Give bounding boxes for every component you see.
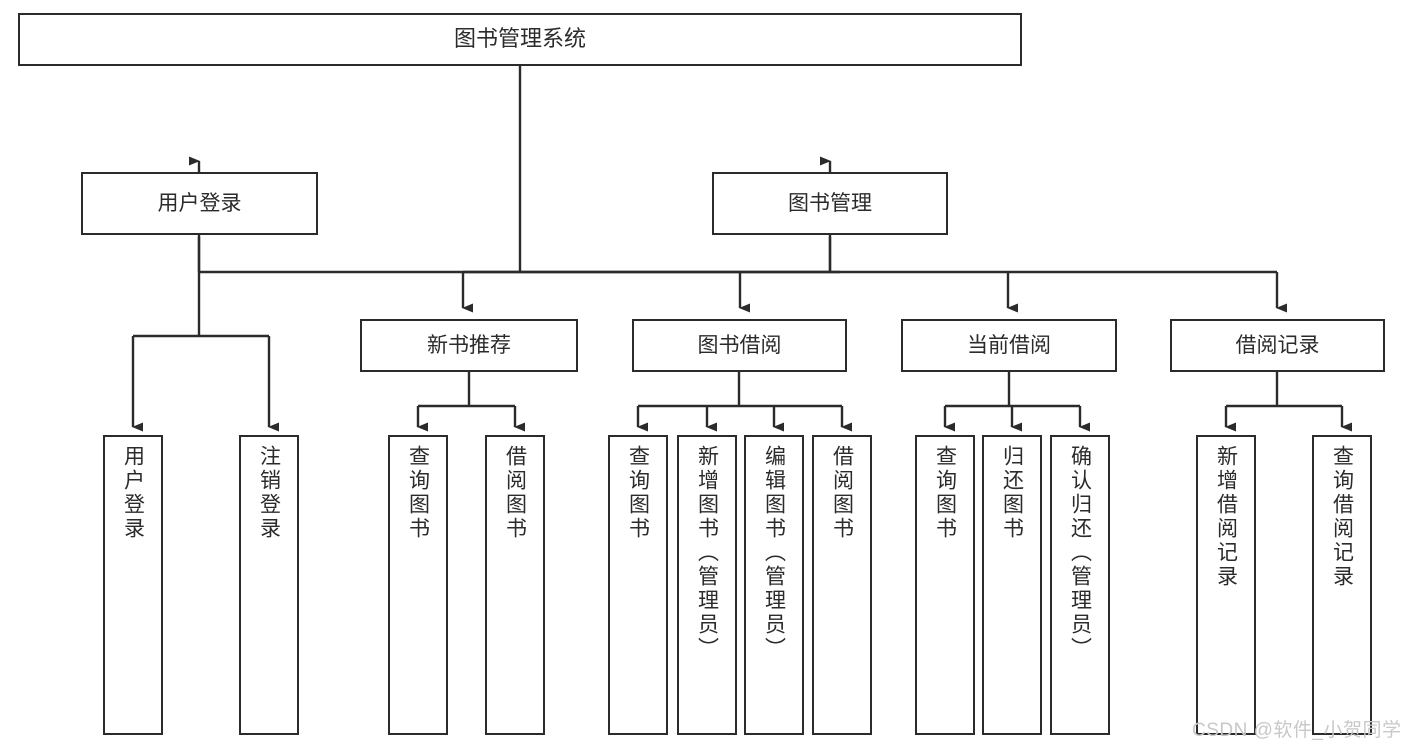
leaf-query-book-1[interactable]: 查询图书 [388, 435, 448, 735]
leaf-add-borrow-record[interactable]: 新增借阅记录 [1196, 435, 1256, 735]
edge-newbook-to-leaves [416, 372, 525, 432]
node-user-login[interactable]: 用户登录 [81, 172, 318, 235]
node-current-borrow[interactable]: 当前借阅 [901, 319, 1117, 372]
node-new-book-recommend-label: 新书推荐 [427, 333, 511, 357]
node-book-borrow[interactable]: 图书借阅 [632, 319, 847, 372]
leaf-borrow-book-1[interactable]: 借阅图书 [485, 435, 545, 735]
node-current-borrow-label: 当前借阅 [967, 333, 1051, 357]
leaf-query-book-3-label: 查询图书 [933, 445, 957, 541]
leaf-edit-book[interactable]: 编辑图书（管理员） [744, 435, 804, 735]
leaf-logout[interactable]: 注销登录 [239, 435, 299, 735]
edge-userlogin-to-leaves [131, 237, 279, 432]
node-book-borrow-label: 图书借阅 [697, 333, 782, 357]
leaf-add-book[interactable]: 新增图书（管理员） [677, 435, 737, 735]
leaf-query-borrow-record[interactable]: 查询借阅记录 [1312, 435, 1372, 735]
node-user-login-label: 用户登录 [157, 191, 242, 215]
leaf-return-book-label: 归还图书 [1000, 445, 1024, 541]
node-book-management[interactable]: 图书管理 [712, 172, 948, 235]
leaf-query-book-1-label: 查询图书 [406, 445, 430, 541]
edge-root-to-level2 [189, 66, 840, 274]
leaf-user-login[interactable]: 用户登录 [103, 435, 163, 735]
leaf-return-book[interactable]: 归还图书 [982, 435, 1042, 735]
leaf-logout-label: 注销登录 [257, 445, 281, 541]
leaf-confirm-return-label: 确认归还（管理员） [1068, 445, 1092, 661]
edge-bookborrow-to-leaves [636, 372, 852, 432]
edge-borrowrecord-to-leaves [1224, 372, 1352, 432]
node-borrow-record-label: 借阅记录 [1235, 333, 1320, 357]
edge-currentborrow-to-leaves [943, 372, 1090, 432]
leaf-query-book-3[interactable]: 查询图书 [915, 435, 975, 735]
edge-bookmgmt-to-level3 [461, 237, 1287, 313]
leaf-query-borrow-record-label: 查询借阅记录 [1330, 445, 1354, 589]
node-book-management-label: 图书管理 [788, 191, 872, 215]
leaf-query-book-2-label: 查询图书 [626, 445, 650, 541]
node-borrow-record[interactable]: 借阅记录 [1170, 319, 1385, 372]
leaf-query-book-2[interactable]: 查询图书 [608, 435, 668, 735]
node-root[interactable]: 图书管理系统 [18, 13, 1022, 66]
leaf-user-login-label: 用户登录 [121, 445, 145, 541]
leaf-add-book-label: 新增图书（管理员） [695, 445, 719, 661]
leaf-borrow-book-1-label: 借阅图书 [503, 445, 527, 541]
node-new-book-recommend[interactable]: 新书推荐 [360, 319, 578, 372]
leaf-borrow-book-2[interactable]: 借阅图书 [812, 435, 872, 735]
leaf-confirm-return[interactable]: 确认归还（管理员） [1050, 435, 1110, 735]
leaf-add-borrow-record-label: 新增借阅记录 [1214, 445, 1238, 589]
leaf-borrow-book-2-label: 借阅图书 [830, 445, 854, 541]
node-root-label: 图书管理系统 [453, 26, 586, 52]
leaf-edit-book-label: 编辑图书（管理员） [762, 445, 786, 661]
